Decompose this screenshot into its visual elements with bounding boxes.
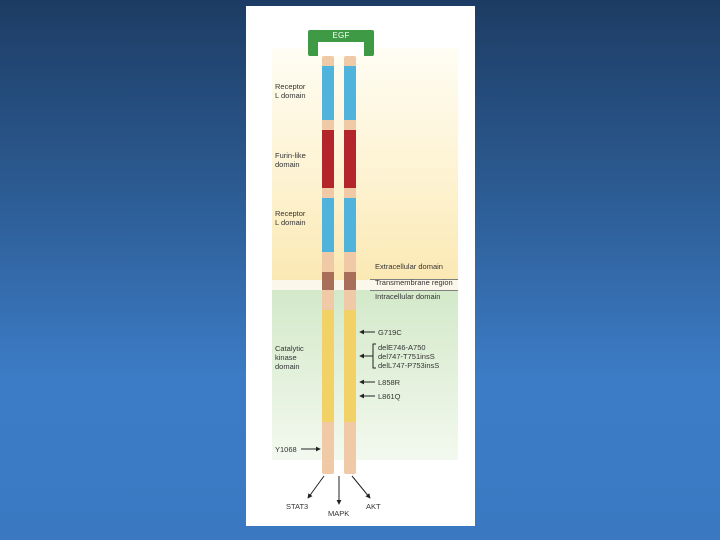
arrows-layer: [246, 6, 475, 526]
arrow-akt: [352, 476, 370, 498]
bracket-deletions: [373, 344, 376, 368]
arrow-stat3: [308, 476, 324, 498]
egfr-diagram: EGF Receptor L domain Furin-like domain …: [246, 6, 475, 526]
